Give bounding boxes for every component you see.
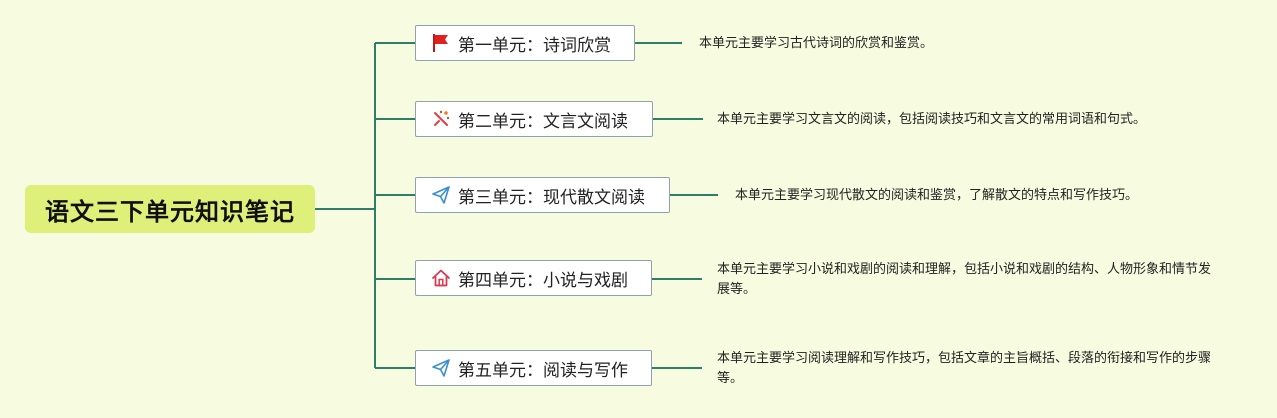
desc-unit-4: 本单元主要学习小说和戏剧的阅读和理解，包括小说和戏剧的结构、人物形象和情节发展等…: [717, 262, 1212, 297]
branch-unit-2[interactable]: 第二单元：文言文阅读: [415, 101, 653, 137]
root-topic-label: 语文三下单元知识笔记: [45, 197, 295, 226]
desc-unit-2: 本单元主要学习文言文的阅读，包括阅读技巧和文言文的常用词语和句式。: [717, 112, 1147, 127]
branch-unit-4-label: 第四单元：小说与戏剧: [458, 270, 628, 291]
desc-unit-1: 本单元主要学习古代诗词的欣赏和鉴赏。: [699, 36, 934, 51]
branch-unit-4[interactable]: 第四单元：小说与戏剧: [415, 260, 652, 296]
desc-unit-5: 本单元主要学习阅读理解和写作技巧，包括文章的主旨概括、段落的衔接和写作的步骤等。: [717, 351, 1212, 386]
home-icon: [430, 267, 452, 289]
branch-unit-3[interactable]: 第三单元：现代散文阅读: [415, 177, 670, 213]
branch-unit-1[interactable]: 第一单元：诗词欣赏: [415, 25, 635, 61]
branch-unit-2-label: 第二单元：文言文阅读: [458, 111, 628, 132]
paper-plane-icon: [430, 184, 452, 206]
paper-plane-icon: [430, 357, 452, 379]
sparkle-icon: [430, 108, 452, 130]
red-flag-icon: [430, 32, 452, 54]
branch-unit-3-label: 第三单元：现代散文阅读: [458, 187, 645, 208]
root-topic[interactable]: 语文三下单元知识笔记: [25, 185, 315, 233]
branch-unit-1-label: 第一单元：诗词欣赏: [458, 35, 611, 56]
branch-unit-5-label: 第五单元：阅读与写作: [458, 360, 628, 381]
branch-unit-5[interactable]: 第五单元：阅读与写作: [415, 350, 652, 386]
desc-unit-3: 本单元主要学习现代散文的阅读和鉴赏，了解散文的特点和写作技巧。: [735, 188, 1139, 203]
